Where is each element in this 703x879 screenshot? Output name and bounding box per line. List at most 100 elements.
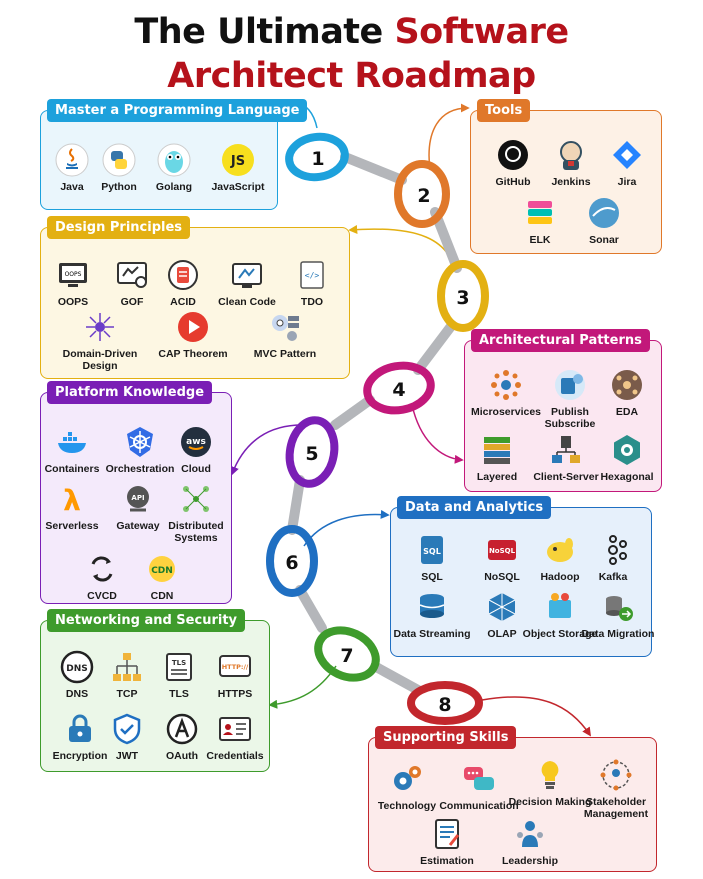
skills-item-label: Communication xyxy=(439,800,519,812)
panel-patterns: Architectural Patterns xyxy=(464,329,662,492)
platform-item: CVCD xyxy=(60,552,144,602)
patterns-item-label: Layered xyxy=(476,471,518,483)
streaming-icon xyxy=(415,590,449,624)
chain-link-6 xyxy=(266,525,318,597)
svg-text:OOPS: OOPS xyxy=(65,271,82,278)
kubernetes-icon xyxy=(123,425,157,459)
network-item: JWT xyxy=(85,712,169,762)
lang-item: Golang xyxy=(132,143,216,193)
pubsub-icon xyxy=(553,368,587,402)
gof-icon xyxy=(115,258,149,292)
jira-icon xyxy=(610,138,644,172)
tools-item: Jira xyxy=(585,138,669,188)
platform-item-label: CVCD xyxy=(87,590,117,602)
skills-item: Communication xyxy=(437,762,521,812)
data-item: Data Streaming xyxy=(390,590,474,640)
lang-item-label: Golang xyxy=(155,181,193,193)
eda-icon xyxy=(610,368,644,402)
design-item-label: CAP Theorem xyxy=(158,348,228,360)
step-number-8: 8 xyxy=(438,694,451,716)
design-item: Clean Code xyxy=(205,258,289,308)
title-accent: Software xyxy=(394,12,569,52)
link-6-7 xyxy=(295,585,327,633)
data-item-label: NoSQL xyxy=(484,571,520,583)
java-icon xyxy=(55,143,89,177)
svg-text:HTTP://: HTTP:// xyxy=(222,663,249,671)
link-4-5 xyxy=(330,395,375,430)
network-item-label: Credentials xyxy=(206,750,264,762)
patterns-item: Client-Server xyxy=(524,433,608,483)
arrow-step2 xyxy=(428,103,470,171)
data-item-label: Data Migration xyxy=(581,628,655,640)
olap-icon xyxy=(485,590,519,624)
clean-code-icon xyxy=(230,258,264,292)
link-1-2 xyxy=(340,152,407,185)
design-item: ACID xyxy=(141,258,225,308)
data-item: Kafka xyxy=(571,533,655,583)
arrow-step8 xyxy=(481,696,591,737)
patterns-item-label: Microservices xyxy=(470,406,542,418)
patterns-item-label: Publish Subscribe xyxy=(544,406,596,430)
jenkins-icon xyxy=(554,138,588,172)
svg-text:aws: aws xyxy=(186,437,206,447)
panel-design: Design Principles xyxy=(40,216,350,379)
step-number-5: 5 xyxy=(305,443,318,465)
design-item: Domain-Driven Design xyxy=(58,310,142,372)
step-number-2: 2 xyxy=(417,185,430,207)
mvc-icon xyxy=(268,310,302,344)
data-item: SQL SQL xyxy=(390,533,474,583)
data-item-label: OLAP xyxy=(487,628,517,640)
platform-item: Distributed Systems xyxy=(154,482,238,544)
tools-item: GitHub xyxy=(471,138,555,188)
platform-item-label: Containers xyxy=(44,463,100,475)
network-item: Encryption xyxy=(38,712,122,762)
design-item-label: GOF xyxy=(120,296,144,308)
nosql-icon: NoSQL xyxy=(485,533,519,567)
jwt-icon xyxy=(110,712,144,746)
svg-text:API: API xyxy=(131,494,144,502)
estimation-icon xyxy=(430,817,464,851)
tools-item: Sonar xyxy=(562,196,646,246)
patterns-item: EDA xyxy=(585,368,669,418)
chain-link-5 xyxy=(285,416,339,488)
title-line2: Architect Roadmap xyxy=(167,56,536,96)
cicd-icon xyxy=(85,552,119,586)
svg-text:SQL: SQL xyxy=(423,547,441,556)
skills-item-label: Stakeholder Management xyxy=(583,796,649,820)
data-item-label: SQL xyxy=(421,571,443,583)
skills-item-label: Estimation xyxy=(420,855,474,867)
panel-network: Networking and Security xyxy=(40,609,270,772)
design-item-label: Domain-Driven Design xyxy=(62,348,138,372)
data-item-label: Hadoop xyxy=(540,571,580,583)
patterns-item: Hexagonal xyxy=(585,433,669,483)
step-number-4: 4 xyxy=(392,379,405,401)
network-item-label: HTTPS xyxy=(217,688,253,700)
tls-icon: TLS xyxy=(162,650,196,684)
platform-item-label: Cloud xyxy=(181,463,211,475)
tools-item: ELK xyxy=(498,196,582,246)
microservices-icon xyxy=(489,368,523,402)
tools-item-label: ELK xyxy=(529,234,551,246)
python-icon xyxy=(102,143,136,177)
patterns-item: Microservices xyxy=(464,368,548,418)
tools-item-label: GitHub xyxy=(495,176,531,188)
platform-item-label: CDN xyxy=(150,590,174,602)
client-server-icon xyxy=(549,433,583,467)
tools-item-label: Jira xyxy=(617,176,637,188)
arrow-step6 xyxy=(303,509,390,547)
migration-icon xyxy=(601,590,635,624)
leadership-icon xyxy=(513,817,547,851)
panel-lang-title: Master a Programming Language xyxy=(47,99,308,122)
panel-skills: Supporting Skills xyxy=(368,726,657,872)
patterns-item-label: Hexagonal xyxy=(600,471,654,483)
svg-text:NoSQL: NoSQL xyxy=(489,547,516,555)
tools-item-label: Sonar xyxy=(589,234,619,246)
step-number-6: 6 xyxy=(285,552,298,574)
elk-icon xyxy=(523,196,557,230)
skills-item: Estimation xyxy=(405,817,489,867)
javascript-icon: JS xyxy=(221,143,255,177)
